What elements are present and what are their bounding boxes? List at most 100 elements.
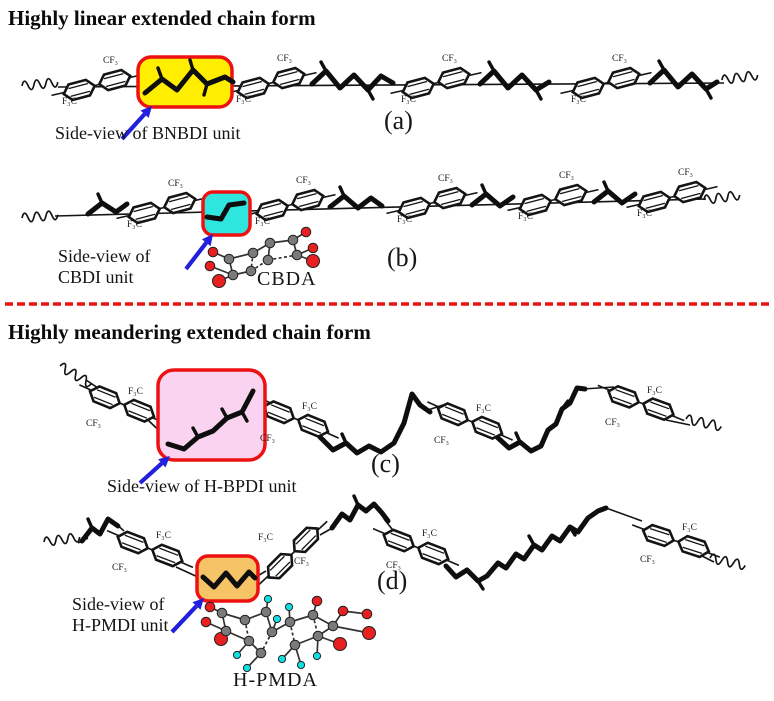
cf3-label: CF₃ [296, 176, 311, 186]
atom-oxygen [300, 226, 312, 238]
f3c-label: F₃C [647, 386, 662, 396]
atom-carbon [307, 609, 319, 621]
f3c-label: F₃C [637, 209, 652, 219]
cf3-label: CF₃ [434, 436, 449, 446]
atom-carbon [239, 614, 251, 626]
atom-carbon [264, 237, 276, 249]
atom-oxygen [204, 260, 216, 272]
atom-carbon [220, 625, 232, 637]
section-title-linear: Highly linear extended chain form [8, 6, 316, 30]
atom-hydrogen [296, 660, 306, 670]
panel-letter-c: (c) [371, 449, 400, 478]
cf3-label: CF₃ [605, 418, 620, 428]
atom-carbon [289, 639, 301, 651]
f3c-label: F₃C [62, 97, 77, 107]
cf3-label: CF₃ [442, 54, 457, 64]
f3c-label: F₃C [397, 215, 412, 225]
panel-letter-d: (d) [377, 566, 408, 595]
cf3-label: CF₃ [438, 174, 453, 184]
atom-carbon [255, 647, 267, 659]
panel-letter-b: (b) [387, 243, 418, 272]
f3c-label: F₃C [401, 95, 416, 105]
atom-carbon [291, 249, 303, 261]
section-title-meandering: Highly meandering extended chain form [8, 320, 371, 344]
atom-oxygen [200, 616, 212, 628]
atom-oxygen [307, 242, 319, 254]
f3c-label: F₃C [682, 523, 697, 533]
atom-hydrogen [272, 614, 282, 624]
callout-arrow [138, 461, 164, 485]
callout-cbdi-line1: Side-view of [58, 246, 151, 266]
cf3-label: CF₃ [294, 557, 309, 567]
callout-arrowhead [201, 234, 213, 247]
atom-oxygen [306, 254, 320, 268]
cf3-label: CF₃ [612, 54, 627, 64]
f3c-label: F₃C [302, 402, 317, 412]
atom-carbon [266, 626, 278, 638]
atom-hydrogen [312, 651, 322, 661]
highlight-box-c [156, 368, 267, 462]
atom-carbon [223, 253, 235, 265]
callout-hpmdi: Side-view of H-PMDI unit [72, 594, 169, 636]
atom-oxygen [212, 274, 226, 288]
cf3-label: CF₃ [559, 171, 574, 181]
chain-end-squiggle [20, 209, 60, 224]
callout-arrowhead [192, 598, 204, 610]
atom-oxygen [362, 626, 376, 640]
atom-oxygen [311, 595, 323, 607]
biphenyl-unit [594, 366, 688, 440]
atom-carbon [287, 234, 299, 246]
molecule-hpmda [200, 594, 376, 673]
atom-oxygen [361, 608, 373, 620]
cf3-label: CF₃ [260, 434, 275, 444]
atom-hydrogen [263, 594, 273, 604]
callout-hpmdi-line2: H-PMDI unit [72, 615, 169, 635]
atom-hydrogen [284, 602, 294, 612]
f3c-label: F₃C [476, 404, 491, 414]
chain-end-squiggle [720, 69, 760, 86]
panel-letter-a: (a) [384, 106, 413, 135]
f3c-label: F₃C [571, 95, 586, 105]
atom-oxygen [207, 246, 219, 258]
chain-end-squiggle [20, 76, 60, 92]
cf3-label: CF₃ [386, 561, 401, 571]
chain-end-squiggle [56, 361, 95, 389]
atom-hydrogen [242, 663, 252, 673]
atom-carbon [227, 269, 239, 281]
cf3-label: CF₃ [86, 419, 101, 429]
callout-bnbdi: Side-view of BNBDI unit [55, 123, 241, 143]
atom-carbon [247, 247, 259, 259]
biphenyl-unit [246, 515, 340, 591]
callout-arrow [170, 604, 198, 634]
callout-hbpdi: Side-view of H-BPDI unit [107, 476, 297, 496]
biphenyl-unit [423, 383, 516, 460]
callout-cbdi-line2: CBDI unit [58, 267, 134, 287]
f3c-label: F₃C [236, 95, 251, 105]
chain-end-squiggle [684, 413, 723, 432]
molecule-label-hpmda: H-PMDA [233, 669, 318, 691]
chain-end-squiggle [42, 531, 82, 548]
cf3-label: CF₃ [678, 168, 693, 178]
atom-carbon [245, 265, 257, 277]
atom-carbon [243, 635, 255, 647]
f3c-label: F₃C [127, 220, 142, 230]
f3c-label: F₃C [422, 529, 437, 539]
f3c-label: F₃C [156, 531, 171, 541]
atom-oxygen [333, 637, 347, 651]
atom-carbon [216, 607, 228, 619]
atom-hydrogen [232, 650, 242, 660]
cf3-label: CF₃ [168, 179, 183, 189]
atom-carbon [327, 620, 339, 632]
chain-end-squiggle [702, 189, 742, 206]
cf3-label: CF₃ [112, 563, 127, 573]
cf3-label: CF₃ [103, 56, 118, 66]
callout-arrowhead [140, 106, 152, 118]
f3c-label: F₃C [128, 387, 143, 397]
f3c-label: F₃C [255, 217, 270, 227]
chain-end-squiggle [708, 552, 747, 571]
